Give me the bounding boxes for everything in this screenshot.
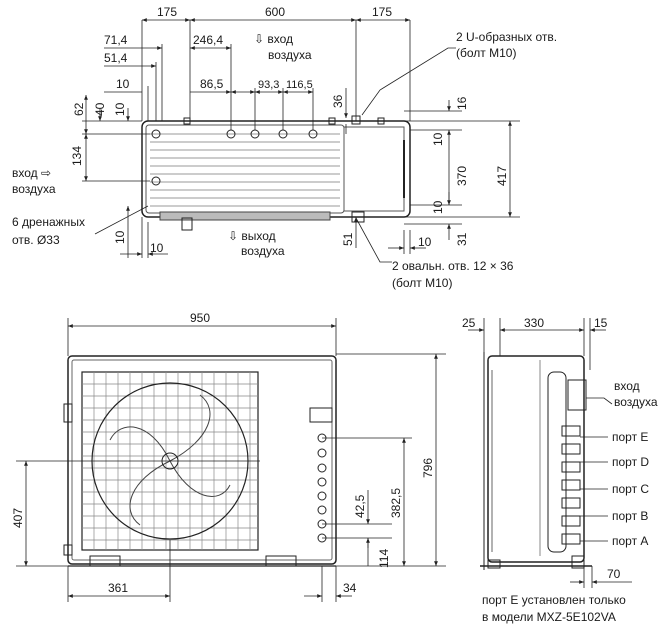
dim-134: 134 <box>70 146 84 166</box>
drain-hole-1 <box>151 129 161 139</box>
port-a-label: порт A <box>612 534 648 548</box>
dim-40: 40 <box>93 102 107 116</box>
dim-382-5: 382,5 <box>389 488 403 518</box>
side-air-in-line1: вход <box>614 379 640 393</box>
drain-label-line1: 6 дренажных <box>12 215 85 229</box>
front-unit-body <box>67 355 337 565</box>
front-view-labels: 950 796 407 361 34 382,5 42,5 114 <box>11 311 435 595</box>
oval-label-line2: (болт M10) <box>392 276 452 290</box>
port-b-label: порт B <box>612 509 648 523</box>
dim-31: 31 <box>455 232 469 246</box>
port-c-label: порт C <box>612 482 649 496</box>
drain-label-line2: отв. Ø33 <box>12 233 60 247</box>
air-in-top-line1: ⇩ вход <box>254 32 293 46</box>
top-view <box>141 115 411 231</box>
dim-114: 114 <box>377 549 391 568</box>
dim-10-b: 10 <box>113 102 127 116</box>
side-view <box>480 352 592 570</box>
oval-label-line1: 2 овальн. отв. 12 × 36 <box>392 259 514 273</box>
air-out-line2: воздуха <box>241 244 285 258</box>
dim-51-4: 51,4 <box>104 51 128 65</box>
dim-70: 70 <box>607 567 621 581</box>
dim-370: 370 <box>455 166 469 186</box>
dim-361: 361 <box>108 581 128 595</box>
dim-407: 407 <box>11 508 25 528</box>
valve-cover <box>309 407 333 423</box>
port-e-label: порт E <box>612 430 648 444</box>
note-line2: в модели MXZ-5E102VA <box>482 610 616 624</box>
dim-10-c: 10 <box>113 230 127 244</box>
dim-417: 417 <box>495 166 509 186</box>
dim-34: 34 <box>343 581 357 595</box>
drain-hole-2 <box>151 176 161 186</box>
dim-330: 330 <box>524 316 544 330</box>
top-right-panel <box>343 126 405 212</box>
dim-600: 600 <box>265 5 285 19</box>
dim-796: 796 <box>421 458 435 478</box>
top-unit-body <box>141 120 411 218</box>
side-unit-body <box>487 355 585 563</box>
dim-51: 51 <box>341 232 355 246</box>
dim-10-r2: 10 <box>431 200 445 214</box>
air-out-line1: ⇩ выход <box>228 229 276 243</box>
dim-10-bottom: 10 <box>150 241 164 255</box>
side-ports <box>561 425 581 545</box>
u-holes-line1: 2 U-образных отв. <box>456 30 557 44</box>
dim-175-right: 175 <box>372 5 392 19</box>
top-view-dims <box>82 18 520 263</box>
side-air-in-line2: воздуха <box>614 395 658 409</box>
dim-93-3: 93,3 <box>258 79 279 91</box>
top-view-labels: 175 600 175 71,4 51,4 10 246,4 86,5 93,3… <box>12 5 557 290</box>
dim-10-a: 10 <box>116 77 130 91</box>
dim-42-5: 42,5 <box>353 494 367 518</box>
front-view-dims <box>16 318 446 602</box>
side-view-labels: 25 330 15 70 вход воздуха порт E порт D … <box>462 316 658 624</box>
note-line1: порт E установлен только <box>482 593 626 607</box>
dim-62: 62 <box>72 102 86 116</box>
u-holes-line2: (болт M10) <box>456 46 516 60</box>
air-in-left-line1: вход ⇨ <box>12 166 51 180</box>
dim-25: 25 <box>462 316 476 330</box>
dim-36: 36 <box>331 94 345 108</box>
side-box <box>567 379 587 411</box>
dim-71-4: 71,4 <box>104 33 128 47</box>
dim-246-4: 246,4 <box>193 33 223 47</box>
dim-10-br: 10 <box>418 235 432 249</box>
dim-10-r1: 10 <box>431 132 445 146</box>
side-view-dims <box>468 318 632 588</box>
valve-ports <box>317 433 327 543</box>
port-d-label: порт D <box>612 455 649 469</box>
top-fins <box>150 133 340 207</box>
dim-950: 950 <box>190 311 210 325</box>
front-view <box>63 355 337 567</box>
top-foot-left <box>181 217 193 231</box>
air-in-top-line2: воздуха <box>268 48 312 62</box>
air-in-left-line2: воздуха <box>12 182 56 196</box>
dim-86-5: 86,5 <box>200 77 224 91</box>
top-grille <box>159 211 331 221</box>
dim-16: 16 <box>455 96 469 110</box>
dim-116-5: 116,5 <box>286 79 313 91</box>
dim-15: 15 <box>594 316 608 330</box>
dim-175-left: 175 <box>157 5 177 19</box>
